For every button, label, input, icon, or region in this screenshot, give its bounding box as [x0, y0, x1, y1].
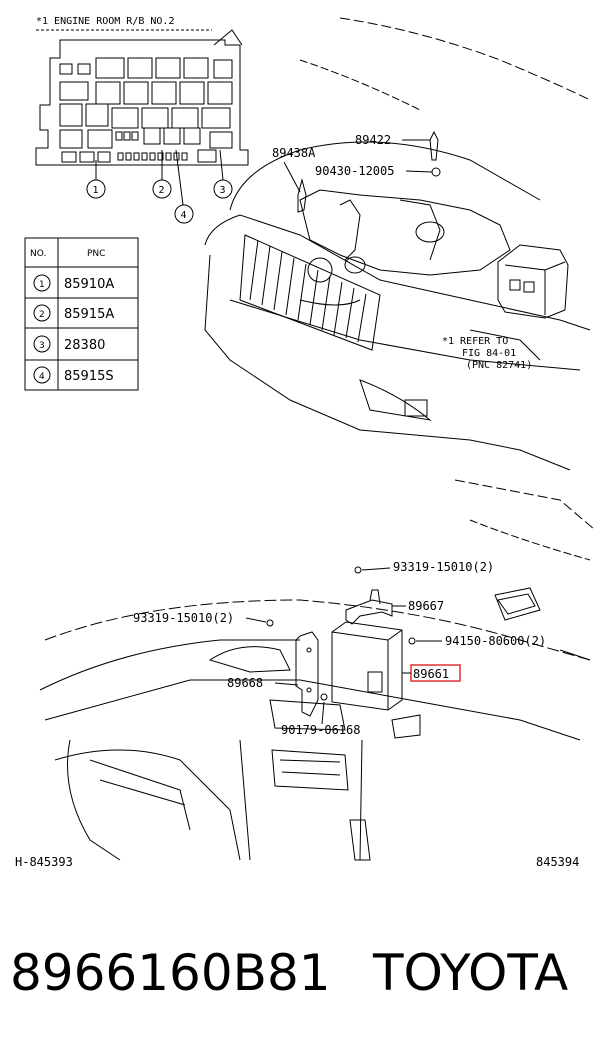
svg-text:1: 1	[39, 280, 45, 290]
svg-text:3: 3	[220, 185, 226, 196]
refer-note-line3: (PNC 82741)	[466, 360, 532, 371]
label-89438a: 89438A	[272, 146, 316, 160]
svg-text:3: 3	[39, 341, 45, 351]
brand-name: TOYOTA	[373, 944, 569, 1002]
table-header-pnc: PNC	[87, 249, 105, 259]
refer-note-line2: FIG 84-01	[462, 348, 516, 359]
inset-callout-4: 4	[174, 204, 194, 224]
label-89422: 89422	[355, 133, 391, 147]
part-number: 8966160B81	[10, 944, 331, 1002]
svg-text:4: 4	[181, 210, 187, 221]
caption: 8966160B81 TOYOTA	[0, 938, 600, 1008]
svg-text:85915S: 85915S	[64, 369, 114, 384]
inset-callout-3: 3	[213, 179, 233, 199]
table-row: 1 85910A	[33, 274, 114, 292]
svg-text:2: 2	[39, 310, 45, 320]
svg-text:2: 2	[159, 185, 165, 196]
label-90430-12005: 90430-12005	[315, 164, 394, 178]
label-94150-80600: 94150-80600(2)	[445, 634, 546, 648]
svg-text:85915A: 85915A	[64, 307, 114, 322]
inset-callout-1: 1	[86, 179, 106, 199]
inset-callout-2: 2	[152, 179, 172, 199]
label-93319-15010-top: 93319-15010(2)	[393, 560, 494, 574]
label-89661: 89661	[413, 667, 449, 681]
label-89667: 89667	[408, 599, 444, 613]
svg-text:1: 1	[93, 185, 99, 196]
relay-block-inset	[35, 29, 249, 206]
label-89668: 89668	[227, 676, 263, 690]
table-row: 2 85915A	[33, 304, 114, 322]
svg-text:85910A: 85910A	[64, 277, 114, 292]
label-90179-06168: 90179-06168	[281, 723, 360, 737]
table-row: 4 85915S	[33, 366, 114, 384]
engine-bay-drawing	[204, 17, 591, 471]
ref-left: H-845393	[15, 855, 73, 869]
pnc-table: NO. PNC 1 85910A 2 85915A 3 28380 4 85915S	[24, 237, 139, 391]
dashboard-drawing	[39, 479, 596, 861]
svg-text:4: 4	[39, 372, 45, 382]
parts-diagram: *1 ENGINE ROOM R/B NO.2 1 2 3 4 NO. PNC	[15, 16, 596, 869]
refer-note-line1: *1 REFER TO	[442, 336, 508, 347]
table-header-no: NO.	[30, 249, 46, 259]
table-row: 3 28380	[33, 335, 105, 353]
svg-text:28380: 28380	[64, 338, 105, 353]
inset-title: *1 ENGINE ROOM R/B NO.2	[36, 16, 174, 27]
ref-right: 845394	[536, 855, 579, 869]
label-93319-15010-left: 93319-15010(2)	[133, 611, 234, 625]
